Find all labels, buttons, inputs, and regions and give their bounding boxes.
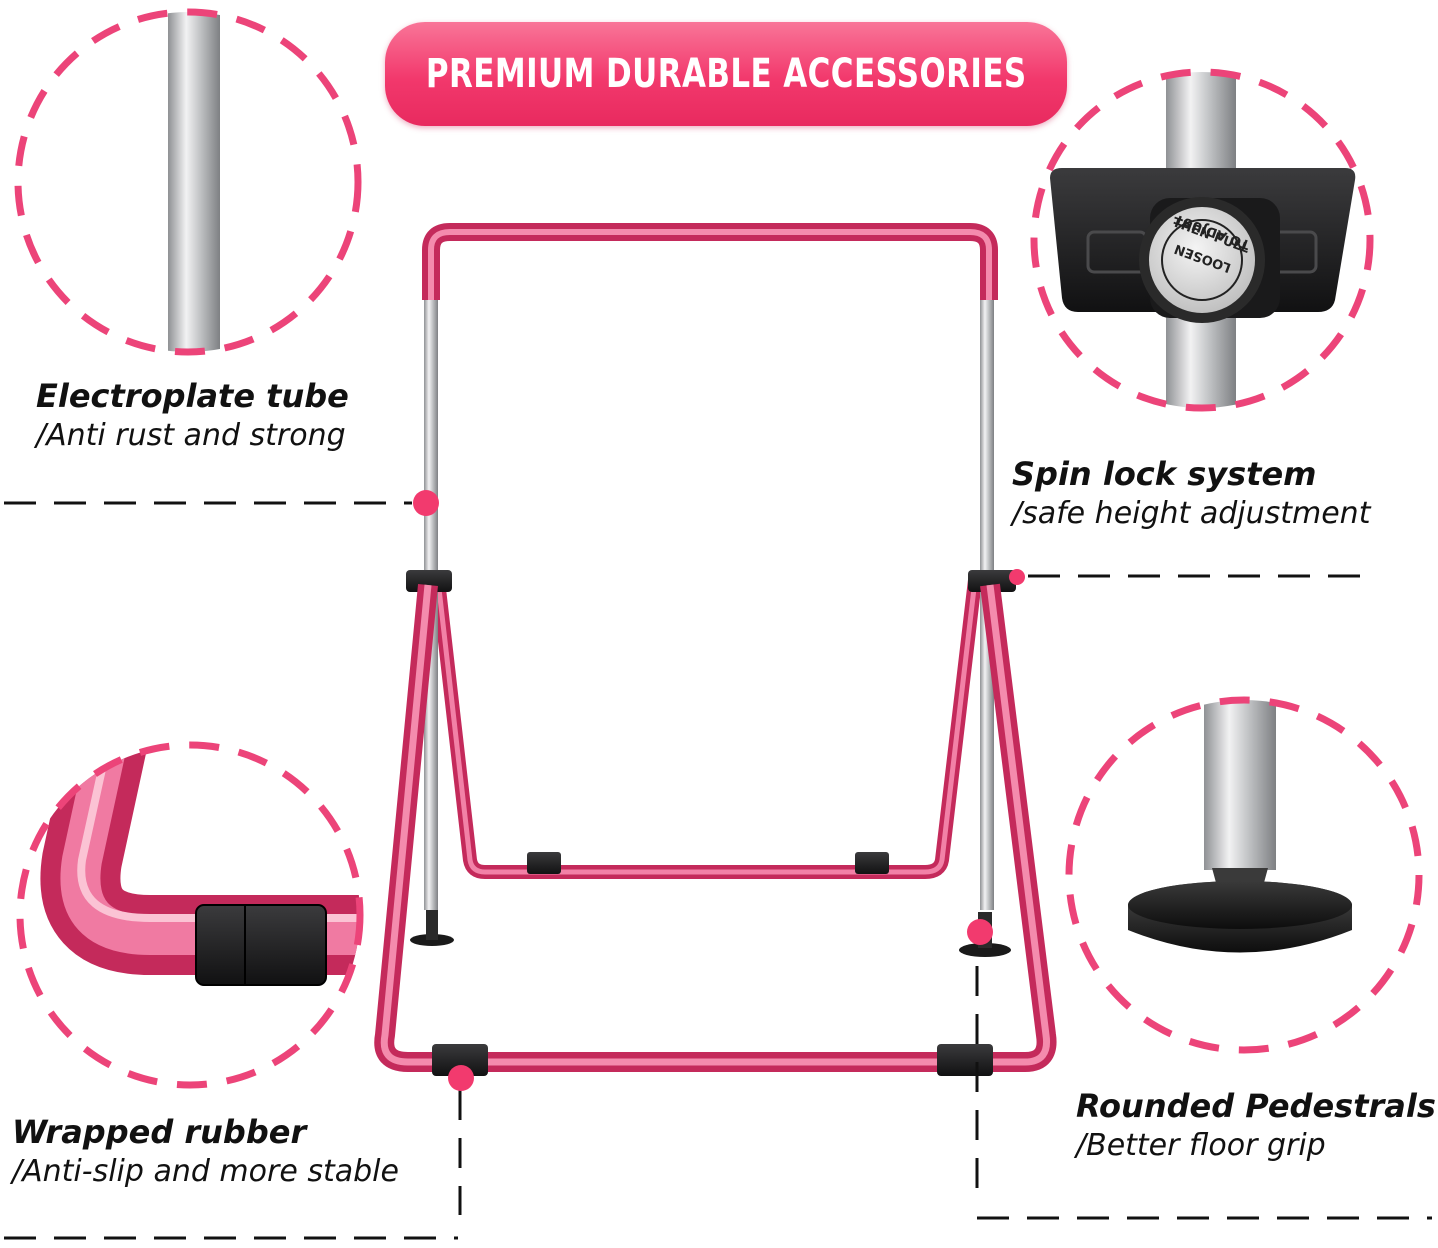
- callout-pedestal: Rounded Pedestrals /Better floor grip: [1076, 1086, 1436, 1166]
- callout-spin-lock-subtitle: /safe height adjustment: [1012, 496, 1371, 531]
- dot-pedestal: [967, 919, 993, 945]
- detail-rounded-pedestal: [1065, 696, 1423, 1054]
- banner-title: PREMIUM DURABLE ACCESSORIES: [425, 51, 1027, 97]
- callout-electroplate: Electroplate tube /Anti rust and strong: [36, 376, 349, 456]
- dashed-circle-pedestal: [1065, 696, 1423, 1054]
- dashed-circle-electroplate: [14, 8, 362, 356]
- title-banner: PREMIUM DURABLE ACCESSORIES: [385, 22, 1067, 126]
- detail-electroplate-tube: [14, 8, 362, 356]
- dot-spin-lock: [1009, 569, 1025, 585]
- gymnastics-bar-frame: [374, 223, 1057, 1076]
- callout-pedestal-title: Rounded Pedestrals: [1076, 1087, 1436, 1125]
- dot-electroplate: [413, 490, 439, 516]
- callout-electroplate-title: Electroplate tube: [36, 377, 349, 415]
- callout-spin-lock-title: Spin lock system: [1012, 455, 1317, 493]
- dashed-circle-spin-lock: [1030, 68, 1374, 412]
- callout-pedestal-subtitle: /Better floor grip: [1076, 1128, 1326, 1163]
- callout-electroplate-subtitle: /Anti rust and strong: [36, 418, 346, 453]
- callout-rubber-subtitle: /Anti-slip and more stable: [12, 1154, 399, 1189]
- detail-spin-lock: THEN PULL LOOSEN TO ADJUST: [1030, 68, 1374, 412]
- detail-wrapped-rubber: [16, 741, 364, 1089]
- knob-icon: [1139, 197, 1265, 323]
- dashed-circle-rubber: [16, 741, 364, 1089]
- dot-rubber: [448, 1065, 474, 1091]
- callout-rubber: Wrapped rubber /Anti-slip and more stabl…: [12, 1112, 399, 1192]
- callout-spin-lock: Spin lock system /safe height adjustment: [1012, 454, 1370, 534]
- callout-rubber-title: Wrapped rubber: [12, 1113, 307, 1151]
- callout-connectors: [4, 490, 1432, 1240]
